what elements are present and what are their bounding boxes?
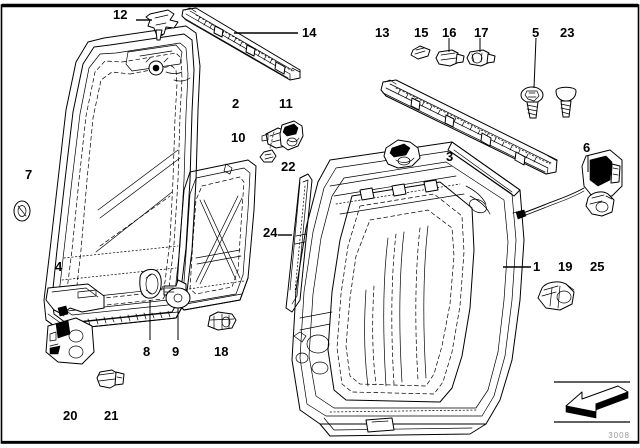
part-hex-bolt-17 bbox=[466, 49, 496, 67]
callout-17[interactable]: 17 bbox=[474, 25, 489, 40]
part-expanding-rivet-5 bbox=[520, 86, 544, 119]
callout-12[interactable]: 12 bbox=[113, 7, 128, 22]
callout-9[interactable]: 9 bbox=[172, 344, 180, 359]
callout-23[interactable]: 23 bbox=[560, 25, 575, 40]
corner-mark-caption: 3008 bbox=[608, 431, 630, 440]
callout-4[interactable]: 4 bbox=[55, 259, 63, 274]
part-plastic-plug-22 bbox=[259, 131, 277, 163]
callout-13[interactable]: 13 bbox=[375, 25, 390, 40]
callout-3[interactable]: 3 bbox=[446, 149, 454, 164]
callout-16[interactable]: 16 bbox=[442, 25, 457, 40]
part-bearing-bush-25 bbox=[537, 281, 575, 311]
callout-2[interactable]: 2 bbox=[232, 96, 240, 111]
part-clip-fastener-12 bbox=[145, 9, 179, 41]
part-retaining-clip-18 bbox=[207, 311, 237, 331]
part-hex-bolt-16 bbox=[435, 49, 465, 67]
part-backrest-frame-left bbox=[43, 25, 201, 331]
callout-10[interactable]: 10 bbox=[231, 130, 246, 145]
callout-7[interactable]: 7 bbox=[25, 167, 33, 182]
part-top-trim-rail-14 bbox=[181, 7, 301, 81]
part-bearing-block-19 bbox=[585, 191, 615, 217]
part-hinge-bracket-20 bbox=[45, 283, 105, 365]
part-lock-latch-6 bbox=[512, 149, 623, 220]
part-hinge-bolt-21 bbox=[96, 369, 125, 389]
callout-6[interactable]: 6 bbox=[583, 140, 591, 155]
part-bushing-washer-7 bbox=[13, 200, 31, 222]
direction-arrow-logo bbox=[554, 381, 630, 423]
part-backrest-frame-middle-2 bbox=[175, 159, 257, 311]
part-expanding-plug-23 bbox=[555, 86, 577, 118]
callout-19[interactable]: 19 bbox=[558, 259, 573, 274]
leader-lines bbox=[136, 19, 589, 340]
part-striker-catch-11 bbox=[279, 120, 304, 151]
part-pivot-bolt-9 bbox=[163, 279, 191, 309]
part-side-trim-strip-24 bbox=[285, 173, 313, 313]
callout-18[interactable]: 18 bbox=[214, 344, 229, 359]
part-backrest-frame-right-1 bbox=[291, 141, 525, 437]
callout-21[interactable]: 21 bbox=[104, 408, 119, 423]
callout-14[interactable]: 14 bbox=[302, 25, 317, 40]
callout-5[interactable]: 5 bbox=[532, 25, 540, 40]
leader-5 bbox=[533, 37, 537, 89]
part-upper-cross-rail-3 bbox=[380, 79, 558, 175]
callout-1[interactable]: 1 bbox=[533, 259, 541, 274]
callout-20[interactable]: 20 bbox=[63, 408, 78, 423]
part-set-screw-15 bbox=[410, 45, 431, 60]
callout-24[interactable]: 24 bbox=[263, 225, 278, 240]
callout-8[interactable]: 8 bbox=[143, 344, 151, 359]
part-bracket-assembly bbox=[383, 139, 421, 169]
part-pivot-bushing-8 bbox=[139, 269, 162, 299]
callout-22[interactable]: 22 bbox=[281, 159, 296, 174]
callout-25[interactable]: 25 bbox=[590, 259, 605, 274]
callout-11[interactable]: 11 bbox=[279, 96, 293, 111]
callout-15[interactable]: 15 bbox=[414, 25, 429, 40]
